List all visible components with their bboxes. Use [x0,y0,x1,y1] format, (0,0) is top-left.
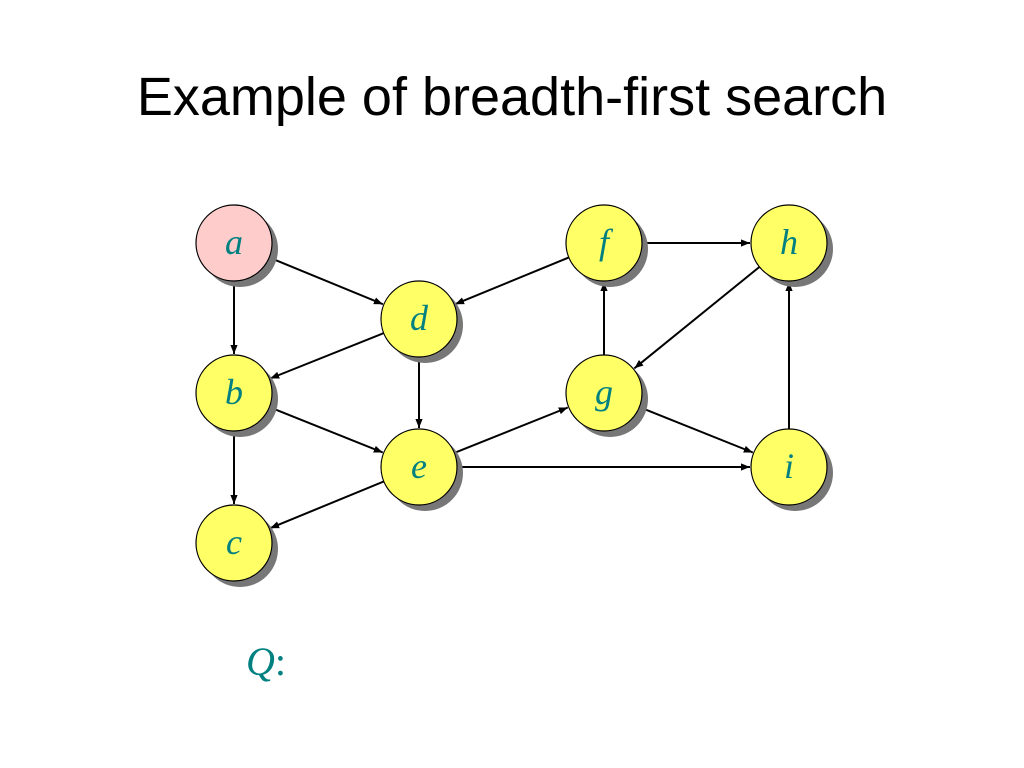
node-i: i [750,428,833,511]
node-circle [380,280,458,358]
edge-d-b [269,332,385,380]
node-label-a: a [225,222,243,262]
edge-e-g [453,406,569,454]
node-label-h: h [780,222,798,262]
edge-g-i [638,406,754,454]
node-e: e [380,428,463,511]
node-d: d [380,280,463,363]
slide-title: Example of breadth-first search [136,67,888,127]
queue-letter: Q [246,639,275,684]
node-circle [750,428,828,506]
node-label-e: e [411,446,427,486]
edge-a-d [268,256,384,306]
node-circle [195,204,273,282]
node-g: g [565,354,648,437]
edge-b-e [268,406,384,454]
queue-label: Q: [246,636,286,688]
node-label-i: i [784,446,794,486]
node-label-d: d [410,298,429,338]
node-layer: a b c d e f g h i [195,204,833,587]
node-circle [195,504,273,582]
node-circle [565,354,643,432]
node-h: h [750,204,833,287]
node-label-c: c [226,522,242,562]
node-b: b [195,354,278,437]
node-circle [195,354,273,432]
node-circle [565,204,643,282]
node-circle [750,204,828,282]
edge-h-g [633,266,761,370]
node-label-b: b [225,372,243,412]
edge-e-c [269,480,385,530]
node-a: a [195,204,278,287]
queue-separator: : [274,639,287,684]
node-circle [380,428,458,506]
node-label-g: g [595,372,613,412]
edge-layer [230,239,793,530]
edge-f-d [454,256,570,306]
node-c: c [195,504,278,587]
node-f: f [565,204,648,287]
